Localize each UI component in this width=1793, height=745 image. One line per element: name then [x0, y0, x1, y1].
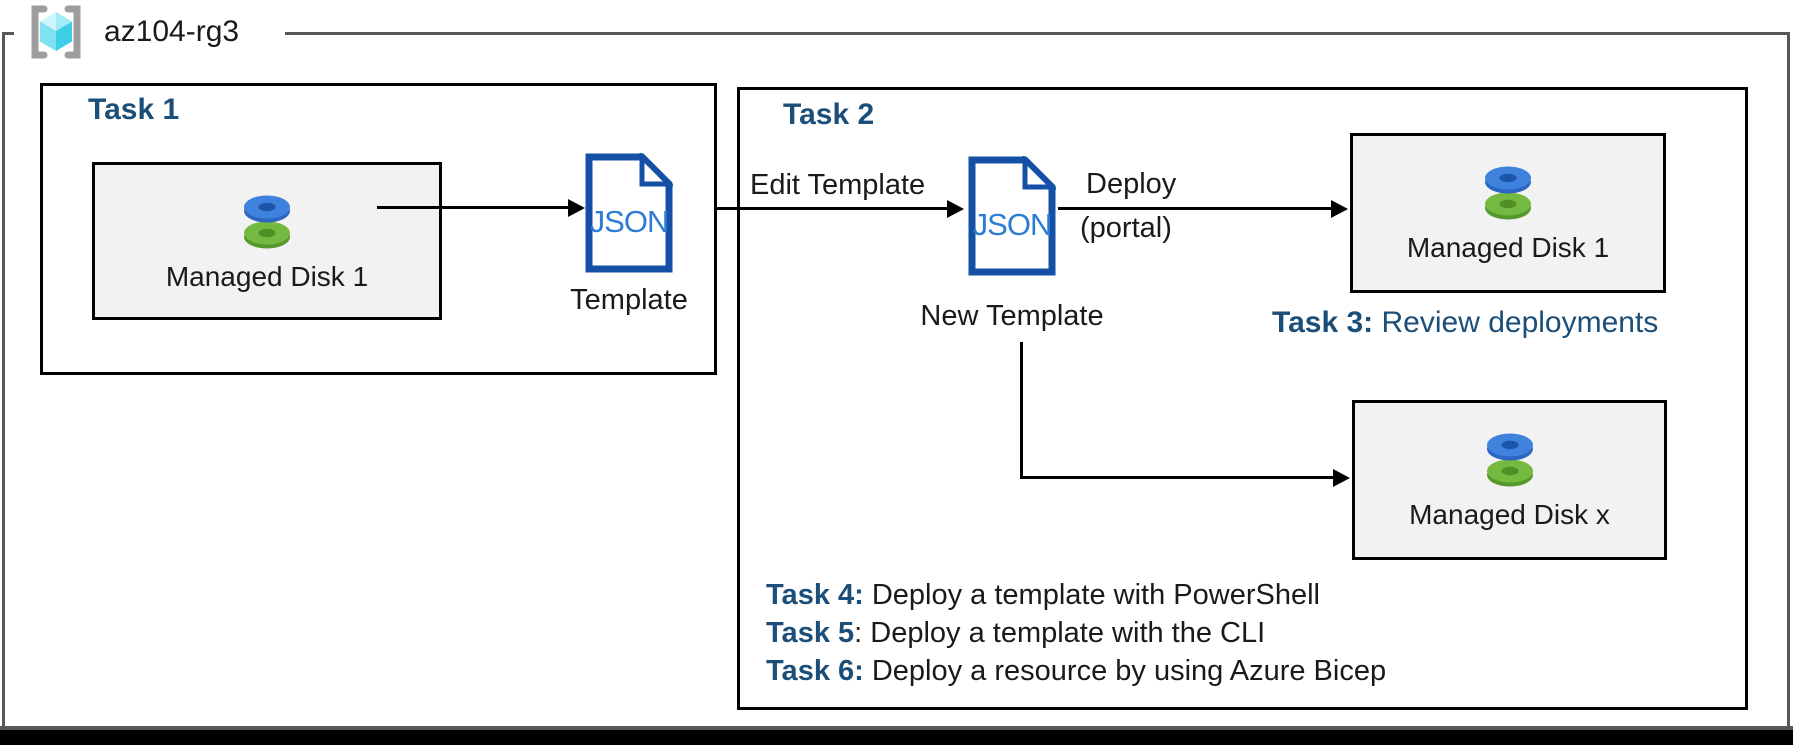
edit-template-arrow-line: [716, 207, 948, 210]
cube-left-face: [40, 21, 56, 51]
template-caption: Template: [570, 284, 688, 316]
task5-prefix: Task 5: [766, 617, 855, 649]
managed-disk-1-box: Managed Disk 1: [92, 162, 442, 320]
new-template-elbow-vertical-line: [1020, 342, 1023, 479]
cube-right-face: [56, 21, 72, 51]
managed-disk-icon: [1486, 433, 1533, 487]
disk-blue: [244, 195, 290, 223]
task3-line: Task 3: Review deployments: [1272, 306, 1658, 340]
task4-prefix: Task 4:: [766, 579, 864, 611]
task6-text: Deploy a resource by using Azure Bicep: [863, 655, 1387, 687]
task4-line: Task 4: Deploy a template with PowerShel…: [766, 576, 1386, 614]
bracket-left: [31, 5, 48, 59]
task3-text: Review deployments: [1373, 306, 1659, 339]
edit-template-arrow-label: Edit Template: [750, 169, 926, 201]
new-template-elbow-arrow-head: [1333, 469, 1350, 487]
disk-to-template-arrow-head: [568, 199, 585, 217]
task5-text: : Deploy a template with the CLI: [854, 617, 1266, 649]
resource-group-name: az104-rg3: [104, 15, 240, 48]
disk-to-template-arrow-line: [377, 206, 569, 209]
task1-title: Task 1: [88, 93, 180, 126]
bottom-black-bar: [0, 730, 1793, 745]
disk-green: [1486, 459, 1533, 487]
edit-template-arrow-head: [947, 200, 964, 218]
task6-prefix: Task 6:: [766, 655, 864, 687]
deploy-arrow-line: [1058, 207, 1332, 210]
resource-group-header: az104-rg3: [14, 0, 286, 64]
new-template-json-icon: JSON: [968, 153, 1059, 281]
template-json-icon: JSON: [585, 150, 676, 278]
resource-group-icon: [31, 5, 81, 59]
managed-disk-x-label: Managed Disk x: [1409, 499, 1610, 530]
task-list: Task 4: Deploy a template with PowerShel…: [766, 576, 1386, 690]
disk-blue: [1486, 433, 1533, 461]
managed-disk-1-deployed-box: Managed Disk 1: [1350, 133, 1666, 293]
task2-title: Task 2: [783, 98, 875, 131]
disk-green: [244, 221, 290, 249]
json-icon-text: JSON: [973, 207, 1052, 242]
deploy-arrow-label: Deploy: [1086, 168, 1177, 200]
managed-disk-icon: [1485, 166, 1531, 220]
cube-top-left-face: [40, 12, 56, 31]
json-document-fold: [639, 150, 676, 187]
bracket-right: [64, 5, 81, 59]
json-document-fold: [1022, 153, 1059, 190]
managed-disk-1-deployed-label: Managed Disk 1: [1406, 232, 1610, 263]
resource-group-boundary: [2, 32, 1790, 727]
bottom-divider: [0, 726, 1793, 730]
task4-text: Deploy a template with PowerShell: [863, 579, 1320, 611]
managed-disk-x-box: Managed Disk x: [1352, 400, 1667, 560]
task6-line: Task 6: Deploy a resource by using Azure…: [766, 652, 1386, 690]
managed-disk-1-label: Managed Disk 1: [165, 261, 369, 292]
deploy-arrow-head: [1331, 200, 1348, 218]
cube-top-right-face: [56, 12, 72, 31]
deploy-portal-label: (portal): [1080, 212, 1172, 244]
json-icon-text: JSON: [590, 204, 669, 239]
managed-disk-icon: [244, 195, 290, 249]
disk-green: [1485, 192, 1531, 220]
disk-blue: [1485, 166, 1531, 194]
new-template-elbow-horizontal-line: [1020, 476, 1334, 479]
task3-prefix: Task 3:: [1272, 306, 1374, 339]
task5-line: Task 5: Deploy a template with the CLI: [766, 614, 1386, 652]
new-template-caption: New Template: [920, 300, 1104, 332]
